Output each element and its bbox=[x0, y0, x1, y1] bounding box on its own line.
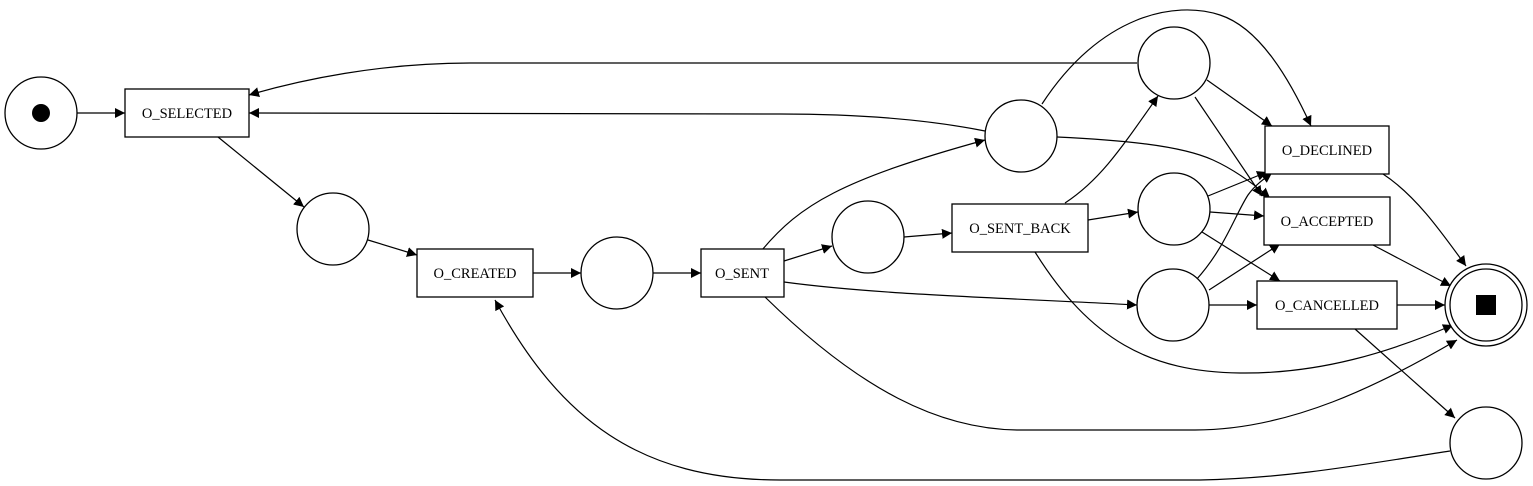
transitions: O_SELECTED O_CREATED O_SENT O_SENT_BACK … bbox=[124, 88, 1398, 330]
edge-cancelled-to-p9 bbox=[1354, 328, 1456, 419]
edge-sent-to-p3 bbox=[783, 244, 833, 262]
transition-label: O_SENT_BACK bbox=[969, 221, 1071, 237]
edge-p7-to-selected bbox=[248, 62, 1137, 97]
edge-p7-to-accepted bbox=[1194, 96, 1263, 197]
edge-p6-to-declined bbox=[1207, 171, 1268, 197]
edge-sent-to-p8 bbox=[783, 281, 1138, 310]
end-place[interactable] bbox=[1444, 263, 1528, 347]
place-after-cancelled[interactable] bbox=[1449, 406, 1523, 480]
edge-sentback-to-end bbox=[1034, 251, 1454, 374]
transition-o-selected[interactable]: O_SELECTED bbox=[124, 88, 250, 138]
places bbox=[4, 26, 1528, 480]
edge-p1-to-created bbox=[367, 239, 418, 257]
place-sent-lower[interactable] bbox=[1136, 268, 1210, 342]
edge-p9-to-created bbox=[494, 299, 1451, 481]
transition-o-cancelled[interactable]: O_CANCELLED bbox=[1256, 280, 1398, 330]
transition-o-created[interactable]: O_CREATED bbox=[416, 248, 534, 298]
edge-sentback-to-p7 bbox=[1064, 95, 1159, 204]
transition-o-sent-back[interactable]: O_SENT_BACK bbox=[951, 203, 1089, 253]
edge-p5-to-accepted bbox=[1056, 136, 1271, 199]
place-sentback-middle[interactable] bbox=[1137, 172, 1211, 246]
edge-p3-to-sentback bbox=[903, 228, 953, 239]
edge-p8-to-accepted bbox=[1208, 243, 1281, 291]
transition-label: O_SENT bbox=[715, 266, 769, 282]
place-after-created[interactable] bbox=[580, 236, 654, 310]
place-after-selected[interactable] bbox=[296, 192, 370, 266]
edge-declined-to-end bbox=[1382, 173, 1467, 267]
edges bbox=[77, 9, 1467, 481]
place-sent-to-selected[interactable] bbox=[984, 99, 1058, 173]
transition-label: O_ACCEPTED bbox=[1281, 214, 1374, 230]
edge-sent-to-end bbox=[764, 296, 1458, 431]
edge-p5-to-declined bbox=[1041, 9, 1312, 127]
start-place[interactable] bbox=[4, 76, 78, 150]
place-sentback-upper[interactable] bbox=[1137, 26, 1211, 100]
edge-accepted-to-end bbox=[1372, 244, 1452, 287]
transition-o-declined[interactable]: O_DECLINED bbox=[1264, 125, 1390, 175]
stop-square-icon bbox=[1476, 295, 1496, 315]
edge-sentback-to-p6 bbox=[1087, 208, 1139, 221]
transition-label: O_CREATED bbox=[434, 266, 517, 282]
transition-o-accepted[interactable]: O_ACCEPTED bbox=[1263, 196, 1391, 246]
edge-p5-to-selected bbox=[248, 108, 986, 132]
edge-p6-to-cancelled bbox=[1201, 231, 1281, 282]
transition-o-sent[interactable]: O_SENT bbox=[700, 248, 785, 298]
transition-label: O_SELECTED bbox=[142, 106, 232, 122]
transition-label: O_DECLINED bbox=[1282, 143, 1372, 159]
edge-sent-to-p5 bbox=[761, 137, 986, 251]
edge-selected-to-p1 bbox=[217, 136, 305, 208]
transition-label: O_CANCELLED bbox=[1275, 298, 1379, 314]
token-dot-icon bbox=[32, 104, 50, 122]
edge-p7-to-declined bbox=[1206, 79, 1273, 127]
edge-p8-to-declined bbox=[1195, 172, 1273, 281]
place-after-sent-upper[interactable] bbox=[831, 200, 905, 274]
